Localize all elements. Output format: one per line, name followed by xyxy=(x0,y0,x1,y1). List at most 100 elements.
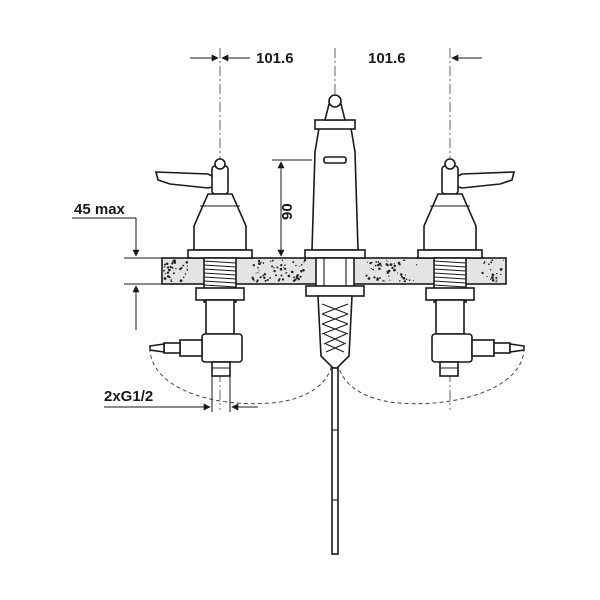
countertop-speckle xyxy=(254,280,256,282)
countertop-speckle xyxy=(283,267,285,269)
countertop-speckle xyxy=(167,268,171,272)
countertop-speckle xyxy=(400,275,403,278)
countertop-speckle xyxy=(281,278,285,281)
countertop-speckle xyxy=(298,265,300,267)
braided-hose xyxy=(317,295,353,369)
left-mount-nut xyxy=(195,287,245,301)
countertop-speckle xyxy=(389,279,391,281)
countertop-speckle xyxy=(164,273,166,275)
countertop-speckle xyxy=(279,267,283,271)
countertop-speckle xyxy=(255,272,257,274)
countertop-speckle xyxy=(273,269,276,273)
countertop-speckle xyxy=(170,280,173,283)
countertop-speckle xyxy=(393,264,397,268)
countertop-speckle xyxy=(263,272,267,276)
countertop-speckle xyxy=(382,280,384,282)
countertop-speckle xyxy=(179,267,182,271)
countertop-speckle xyxy=(302,268,305,272)
countertop-speckle xyxy=(375,261,378,263)
countertop-speckle xyxy=(495,276,498,279)
countertop-speckle xyxy=(163,269,165,272)
countertop-speckle xyxy=(271,265,274,268)
countertop-speckle xyxy=(284,267,287,270)
countertop-speckle xyxy=(491,276,494,279)
countertop-speckle xyxy=(257,267,259,269)
thread-line xyxy=(433,268,467,272)
thread-line xyxy=(203,284,237,288)
countertop-speckle xyxy=(172,272,175,275)
countertop-speckle xyxy=(170,278,172,281)
countertop-speckle xyxy=(385,259,388,261)
pull-rod xyxy=(331,367,339,555)
spout-height-label: 90 xyxy=(279,203,296,220)
countertop-speckle xyxy=(280,274,283,277)
countertop-speckle xyxy=(269,277,272,279)
countertop-speckle xyxy=(266,278,269,282)
countertop-speckle xyxy=(166,271,170,275)
countertop-speckle xyxy=(182,264,185,267)
countertop-speckle xyxy=(376,277,379,280)
countertop-speckle xyxy=(378,267,381,270)
countertop-speckle xyxy=(387,269,391,273)
countertop-speckle xyxy=(491,259,494,262)
countertop-speckle xyxy=(252,264,255,267)
countertop-speckle xyxy=(281,259,284,262)
countertop-speckle xyxy=(377,261,380,263)
countertop-speckle xyxy=(171,266,174,269)
countertop-speckle xyxy=(182,276,185,279)
countertop-speckle xyxy=(397,261,401,265)
right-mount-nut xyxy=(425,287,475,301)
countertop-speckle xyxy=(415,264,418,266)
countertop-speckle xyxy=(263,276,266,279)
countertop-speckle xyxy=(271,259,274,262)
countertop-speckle xyxy=(488,263,490,266)
countertop-speckle xyxy=(273,267,275,269)
countertop-speckle xyxy=(496,279,498,281)
countertop-speckle xyxy=(491,273,495,277)
left-inlet-fitting xyxy=(149,339,203,357)
spout xyxy=(304,94,366,259)
countertop-speckle xyxy=(369,261,372,265)
countertop-speckle xyxy=(500,273,502,276)
countertop-speckle xyxy=(383,280,385,282)
countertop-speckle xyxy=(180,266,183,269)
countertop-speckle xyxy=(379,277,381,280)
countertop-speckle xyxy=(186,269,188,271)
countertop-speckle xyxy=(184,273,187,275)
countertop-speckle xyxy=(285,272,288,274)
countertop-texture xyxy=(163,259,505,283)
thread-line xyxy=(203,276,237,280)
countertop-speckle xyxy=(259,276,262,279)
thread-line xyxy=(433,272,467,276)
countertop-speckle xyxy=(495,272,498,275)
countertop-speckle xyxy=(303,259,307,262)
countertop-speckle xyxy=(262,274,265,277)
spout-mounting xyxy=(305,257,365,297)
countertop-speckle xyxy=(372,268,375,271)
countertop-speckle xyxy=(297,278,300,281)
countertop-speckle xyxy=(166,266,170,269)
countertop-speckle xyxy=(499,268,503,271)
countertop-speckle xyxy=(171,262,174,265)
thread-line xyxy=(433,260,467,264)
countertop-speckle xyxy=(252,278,255,281)
countertop-speckle xyxy=(256,280,258,283)
countertop-speckle xyxy=(366,261,368,263)
countertop-speckle xyxy=(300,270,303,273)
countertop-speckle xyxy=(293,276,295,279)
countertop-speckle xyxy=(275,274,277,277)
countertop-speckle xyxy=(295,264,297,267)
countertop-speckle xyxy=(295,277,298,280)
countertop-speckle xyxy=(495,280,497,283)
countertop-speckle xyxy=(299,275,302,278)
countertop-speckle xyxy=(402,276,406,280)
right-spacing-label: 101.6 xyxy=(368,50,406,67)
countertop-speckle xyxy=(490,278,492,280)
left-spacing-label: 101.6 xyxy=(256,50,294,67)
thread-line xyxy=(433,284,467,288)
thread-line xyxy=(203,280,237,284)
countertop-speckle xyxy=(165,262,169,265)
right-handle xyxy=(417,158,516,259)
countertop-speckle xyxy=(168,276,170,278)
countertop-speckle xyxy=(386,270,388,273)
